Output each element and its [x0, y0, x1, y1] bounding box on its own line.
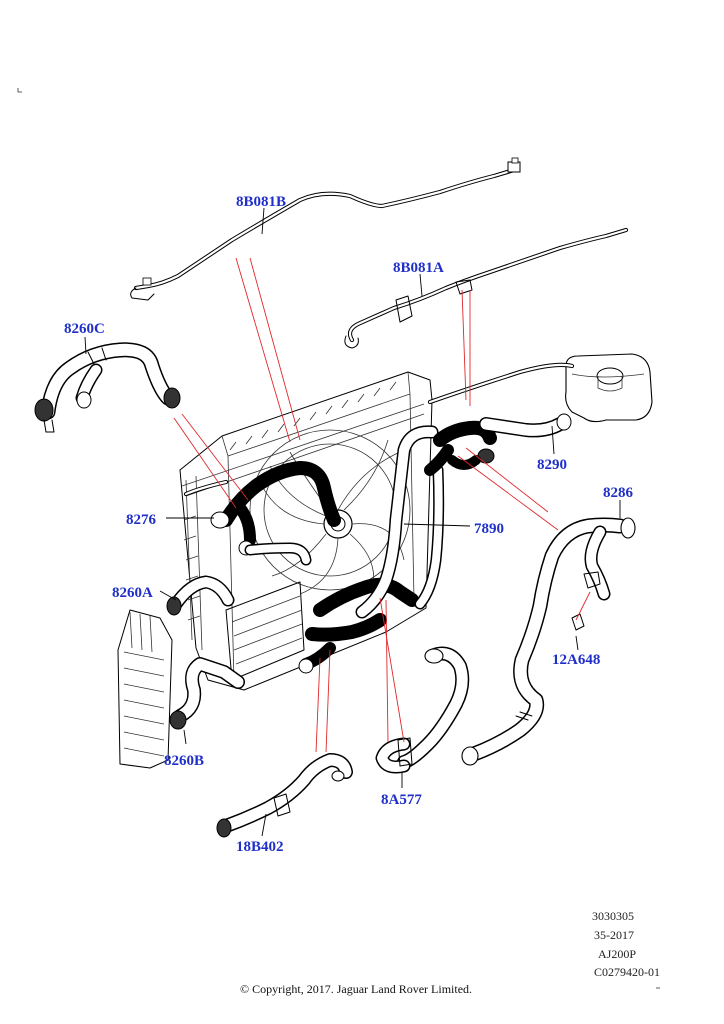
hose-7890[interactable] [355, 425, 445, 619]
reference-block: 3030305 35-2017 AJ200P C0279420-01 © Cop… [240, 909, 660, 996]
leader-lines [173, 257, 591, 753]
callout-8260c[interactable]: 8260C [64, 321, 105, 337]
callout-7890[interactable]: 7890 [474, 521, 504, 537]
black-leaders [84, 207, 621, 837]
ref-line-2: 35-2017 [594, 928, 634, 942]
pipe-8b081b[interactable] [130, 157, 521, 301]
hose-8290[interactable] [424, 413, 572, 476]
pipe-8b081a[interactable] [344, 227, 629, 349]
ref-line-4: C0279420-01 [594, 965, 660, 979]
expansion-tank [565, 353, 653, 423]
callout-8260a[interactable]: 8260A [112, 585, 153, 601]
callout-8286[interactable]: 8286 [603, 485, 634, 501]
hose-8260a[interactable] [166, 542, 312, 616]
callouts: 8B081B 8B081A 8260C 8290 8286 8276 7890 … [64, 194, 634, 855]
hose-8260c[interactable] [34, 342, 181, 433]
intercooler [117, 609, 173, 769]
callout-12a648[interactable]: 12A648 [552, 652, 600, 668]
callout-18b402[interactable]: 18B402 [236, 839, 284, 855]
callout-8260b[interactable]: 8260B [164, 753, 204, 769]
hose-lower-dark[interactable] [298, 577, 419, 674]
callout-8276[interactable]: 8276 [126, 512, 157, 528]
pipe-top-run [183, 362, 575, 497]
ref-line-1: 3030305 [592, 909, 634, 923]
hose-8276[interactable] [210, 461, 341, 556]
callout-8b081a[interactable]: 8B081A [393, 260, 444, 276]
hose-8286[interactable] [461, 517, 636, 766]
hose-8a577[interactable] [375, 646, 470, 774]
corner-mark [17, 88, 22, 93]
clip-12a648[interactable] [571, 613, 585, 631]
ref-line-3: AJ200P [598, 947, 636, 961]
callout-8b081b[interactable]: 8B081B [236, 194, 286, 210]
callout-8290[interactable]: 8290 [537, 457, 567, 473]
callout-8a577[interactable]: 8A577 [381, 792, 422, 808]
hose-18b402[interactable] [216, 753, 353, 838]
hose-8260b[interactable] [169, 657, 245, 730]
copyright-text: © Copyright, 2017. Jaguar Land Rover Lim… [240, 982, 472, 996]
